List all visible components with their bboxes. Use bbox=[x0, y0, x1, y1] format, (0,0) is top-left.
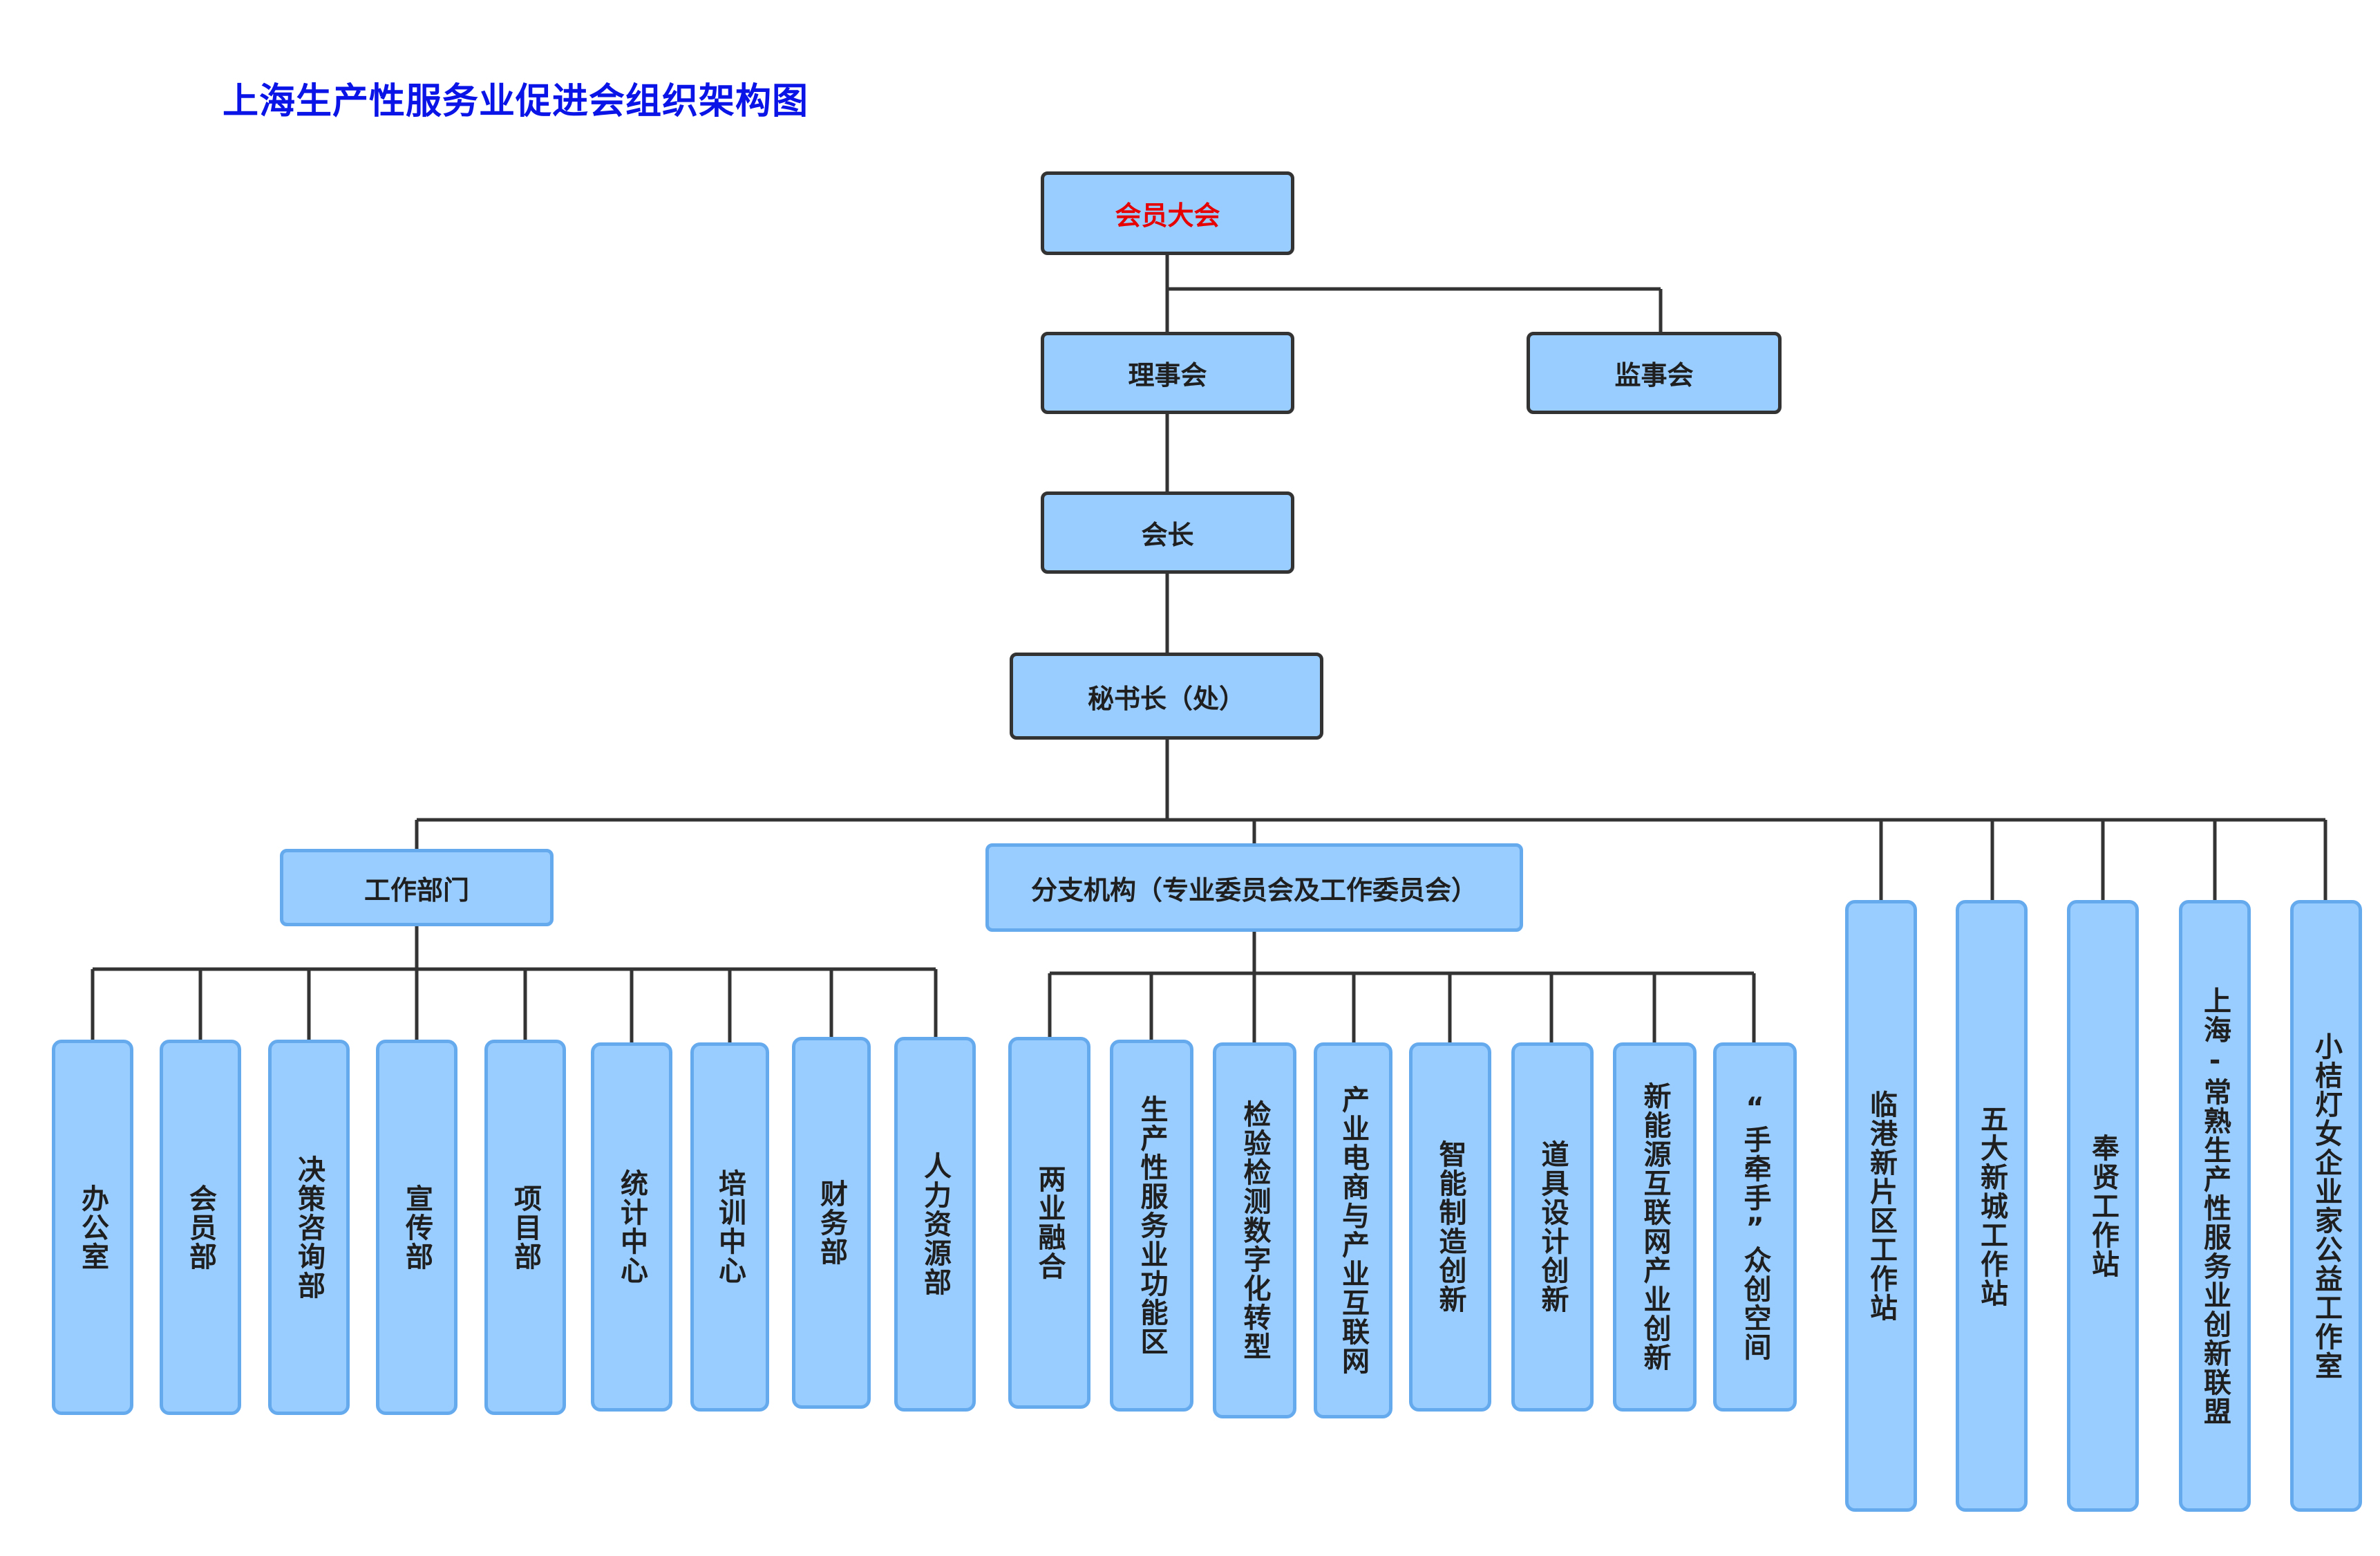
node-work-departments: 工作部门 bbox=[280, 849, 554, 926]
dept-finance: 财务部 bbox=[792, 1037, 871, 1409]
branch-service-zone: 生产性服务业功能区 bbox=[1110, 1040, 1193, 1412]
branch-prop-design: 道具设计创新 bbox=[1511, 1042, 1594, 1412]
node-council: 理事会 bbox=[1041, 332, 1294, 414]
station-shanghai-changshu-alliance: 上海-常熟生产性服务业创新联盟 bbox=[2179, 900, 2251, 1512]
page-title: 上海生产性服务业促进会组织架构图 bbox=[223, 81, 809, 122]
dept-training-center: 培训中心 bbox=[690, 1042, 769, 1412]
node-president: 会长 bbox=[1041, 491, 1294, 574]
branch-integration: 两业融合 bbox=[1008, 1037, 1090, 1409]
branch-maker-space: “手牵手”众创空间 bbox=[1713, 1042, 1797, 1412]
branch-smart-manufacturing: 智能制造创新 bbox=[1409, 1042, 1491, 1412]
branch-testing-digital: 检验检测数字化转型 bbox=[1213, 1042, 1296, 1418]
station-fengxian: 奉贤工作站 bbox=[2067, 900, 2139, 1512]
dept-projects: 项目部 bbox=[484, 1040, 566, 1415]
station-lingang: 临港新片区工作站 bbox=[1845, 900, 1917, 1512]
branch-new-energy: 新能源互联网产业创新 bbox=[1613, 1042, 1697, 1412]
dept-human-resources: 人力资源部 bbox=[894, 1037, 976, 1412]
branch-industrial-ecommerce: 产业电商与产业互联网 bbox=[1314, 1042, 1392, 1418]
node-branches: 分支机构（专业委员会及工作委员会） bbox=[985, 843, 1523, 932]
node-secretary-general: 秘书长（处） bbox=[1010, 653, 1323, 740]
station-xiaojudeng-studio: 小桔灯女企业家公益工作室 bbox=[2290, 900, 2362, 1512]
dept-publicity: 宣传部 bbox=[376, 1040, 457, 1415]
dept-statistics-center: 统计中心 bbox=[591, 1042, 672, 1412]
dept-membership: 会员部 bbox=[160, 1040, 241, 1415]
dept-policy-consulting: 决策咨询部 bbox=[268, 1040, 350, 1415]
node-general-assembly: 会员大会 bbox=[1041, 171, 1294, 255]
dept-office: 办公室 bbox=[52, 1040, 133, 1415]
node-supervisory-board: 监事会 bbox=[1527, 332, 1782, 414]
station-five-new-towns: 五大新城工作站 bbox=[1956, 900, 2028, 1512]
